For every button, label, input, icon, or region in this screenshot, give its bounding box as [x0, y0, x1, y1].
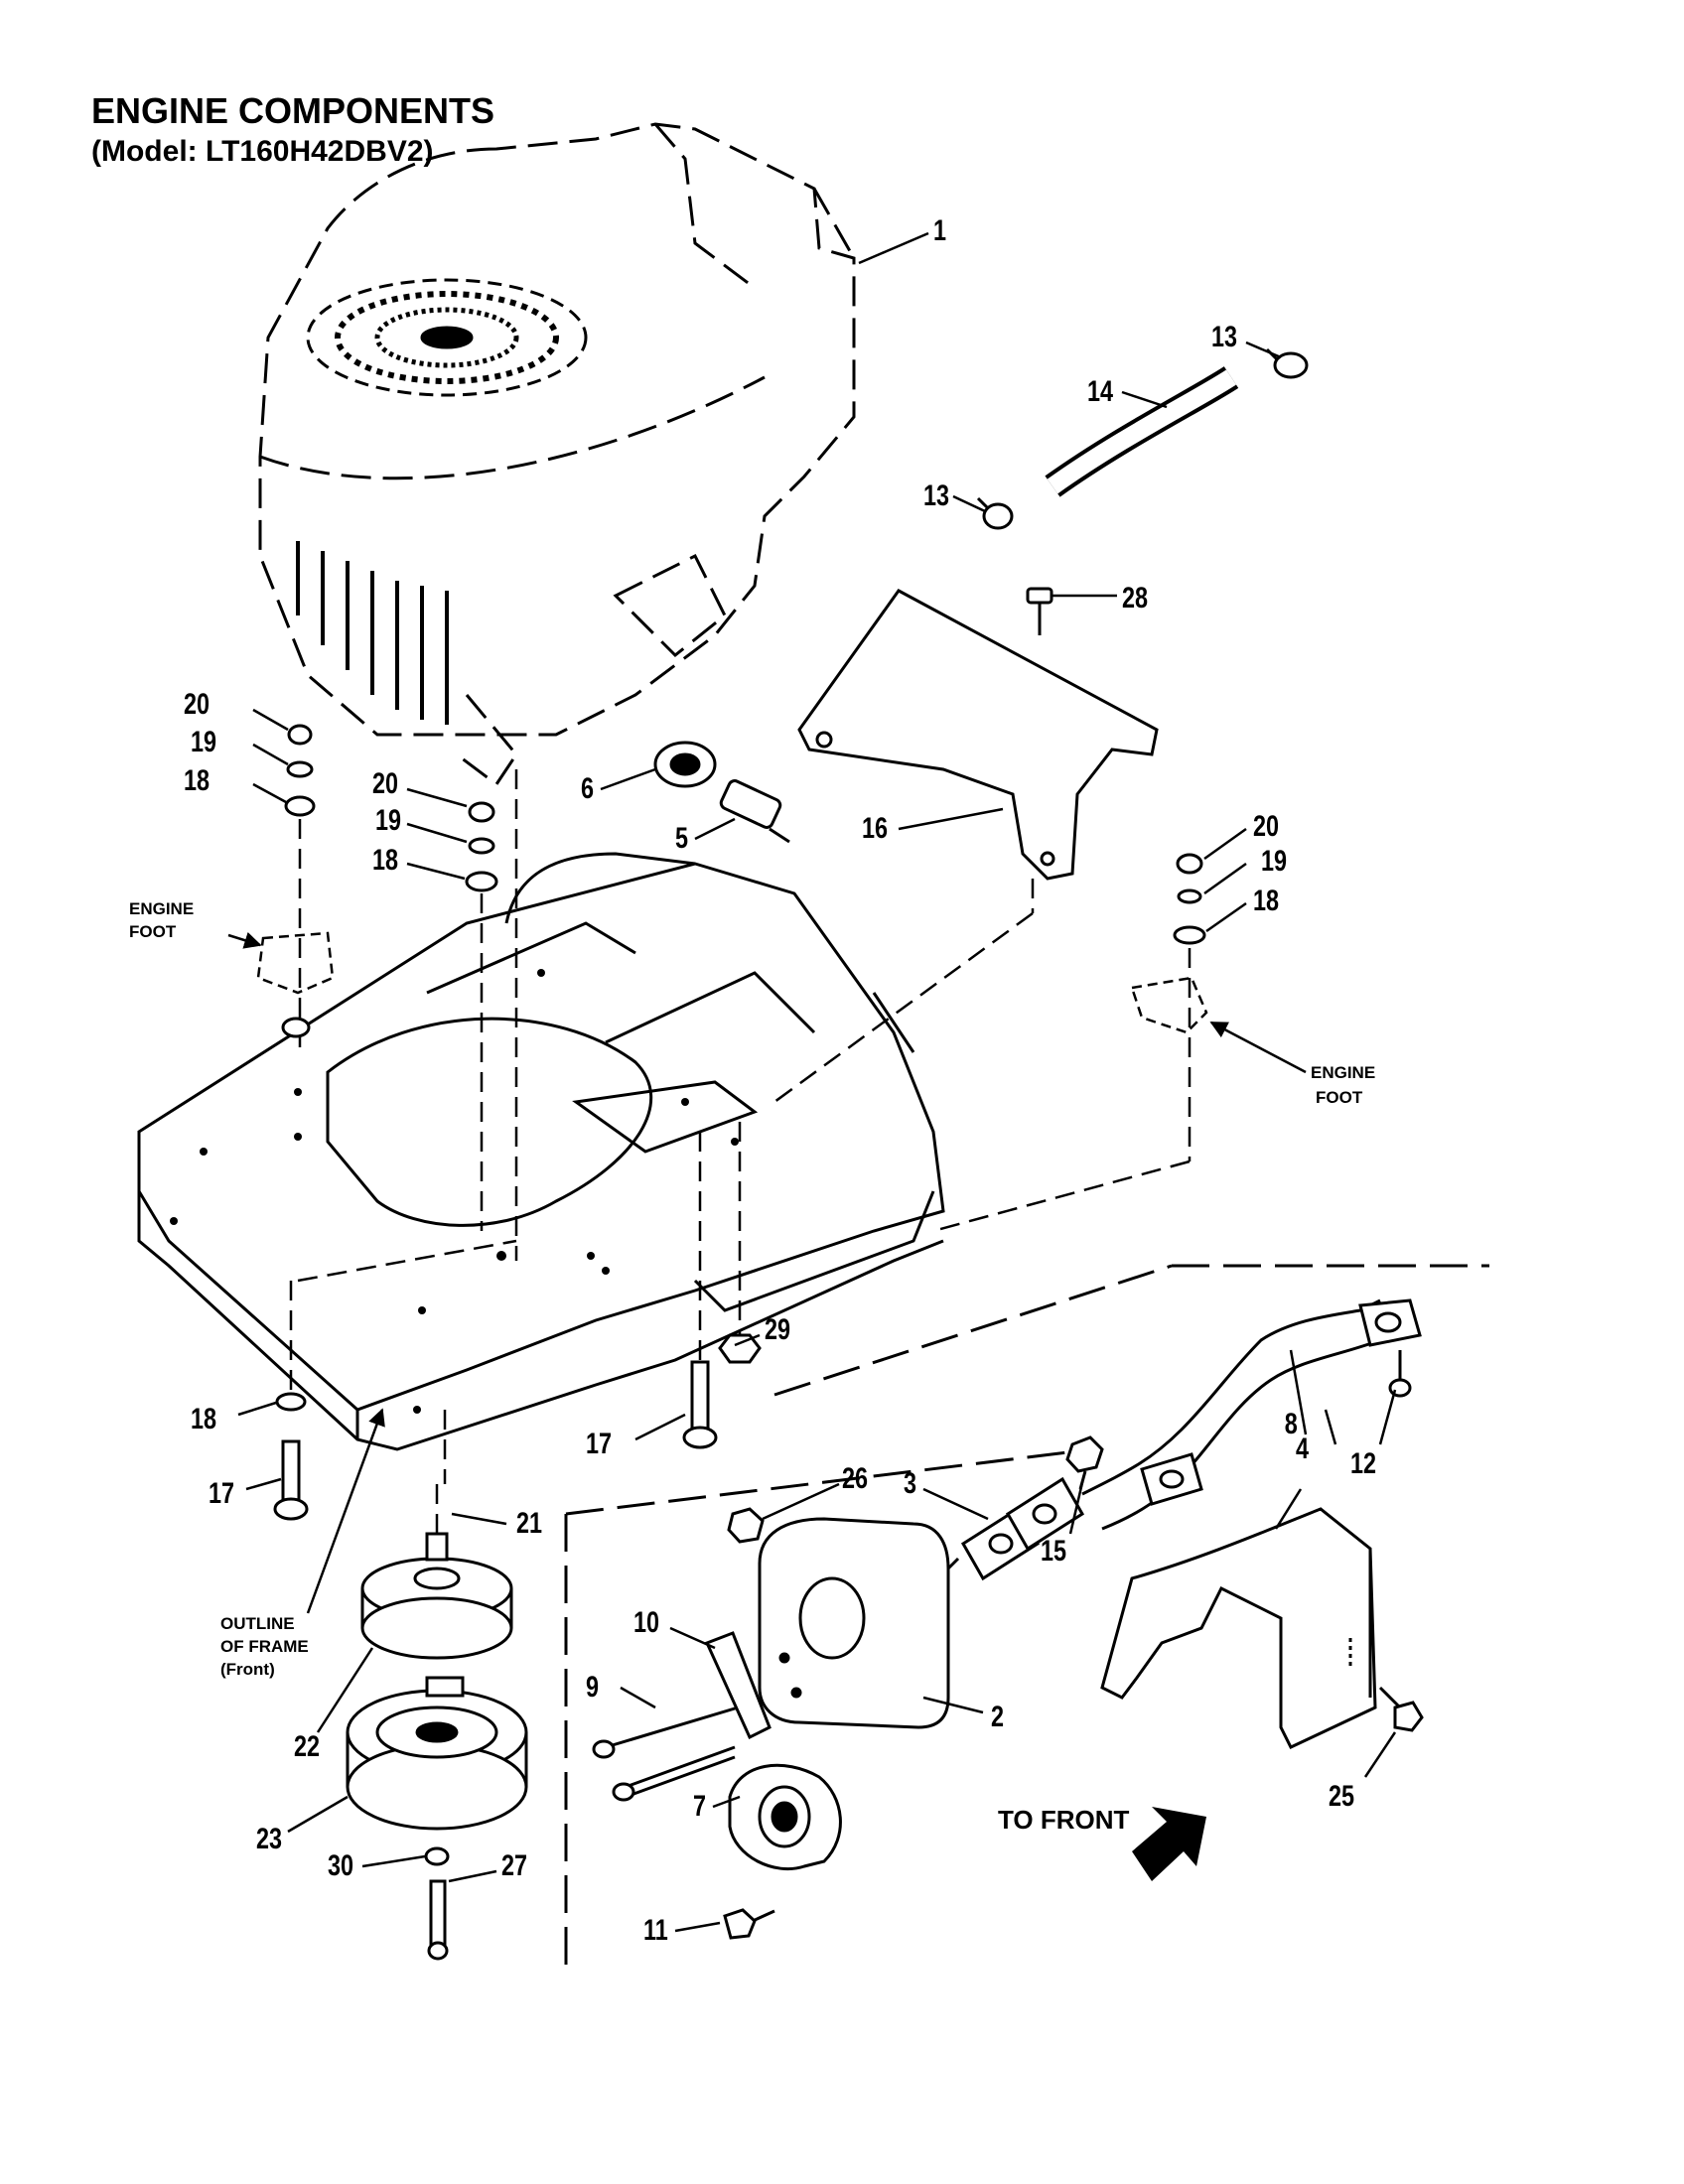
- callout-21: 21: [516, 1507, 543, 1540]
- callout-13-upper: 13: [1211, 321, 1238, 353]
- nut-26: [727, 1507, 765, 1544]
- callout-18-left: 18: [184, 764, 210, 797]
- callout-25: 25: [1329, 1780, 1355, 1813]
- engine-cooling-fins: [296, 541, 449, 725]
- engine-foot-right-label-line2: FOOT: [1316, 1088, 1363, 1107]
- nut-15: [1065, 1435, 1104, 1490]
- callout-2: 2: [991, 1701, 1005, 1733]
- callout-5: 5: [675, 822, 689, 855]
- engine-air-screen: [306, 278, 588, 397]
- engine-bracket: [797, 589, 1159, 881]
- engine-foot-left-outline: [256, 931, 335, 995]
- hose-clamp-lower: [976, 496, 1014, 530]
- callout-leaders: [227, 231, 1397, 1933]
- callout-14: 14: [1087, 375, 1114, 408]
- exhaust-region-outline: [564, 1264, 1489, 1976]
- oil-fitting-6: [653, 741, 717, 788]
- callout-23: 23: [256, 1823, 283, 1855]
- oil-switch-5: [719, 779, 790, 844]
- callout-29: 29: [765, 1313, 791, 1346]
- engine-foot-right-label-line1: ENGINE: [1311, 1063, 1376, 1082]
- callout-7: 7: [693, 1790, 707, 1823]
- frame-washer-left: [281, 1017, 311, 1038]
- page-title: ENGINE COMPONENTS: [91, 90, 495, 131]
- callout-20-left: 20: [184, 688, 210, 721]
- heat-shield: [1100, 1507, 1377, 1749]
- exhaust-gasket: [960, 1476, 1085, 1581]
- callout-10: 10: [633, 1606, 660, 1639]
- screw-11: [723, 1908, 775, 1940]
- bolts-9: [592, 1701, 756, 1802]
- callout-19-right: 19: [1261, 845, 1288, 878]
- callout-27: 27: [501, 1849, 528, 1882]
- bolt-17-center: [682, 1360, 718, 1449]
- tractor-frame: [137, 852, 945, 1451]
- alignment-lines: [289, 769, 1192, 1534]
- callout-8: 8: [1284, 1408, 1298, 1440]
- callout-16: 16: [862, 812, 889, 845]
- engine-assembly: [258, 122, 856, 787]
- callout-22: 22: [294, 1730, 321, 1763]
- engine-foot-left-label-line1: ENGINE: [129, 899, 195, 918]
- hardware-stack-center: [465, 801, 498, 892]
- screw-25: [1378, 1686, 1424, 1732]
- frame-holes: [170, 969, 739, 1414]
- outline-of-frame-line2: OF FRAME: [220, 1637, 309, 1656]
- callout-3: 3: [904, 1467, 917, 1500]
- to-front-label: TO FRONT: [998, 1805, 1130, 1835]
- bolt-12: [1388, 1350, 1412, 1398]
- hardware-stack-left: [284, 724, 316, 817]
- callout-12: 12: [1350, 1447, 1377, 1480]
- engine-foot-left-label-line2: FOOT: [129, 922, 177, 941]
- hardware-stack-right: [1173, 853, 1206, 945]
- callout-6: 6: [581, 772, 595, 805]
- callout-28: 28: [1122, 582, 1149, 614]
- washer-30: [424, 1846, 450, 1866]
- callout-18-center: 18: [372, 844, 399, 877]
- callout-17-center: 17: [586, 1428, 613, 1460]
- muffler-flange-7: [728, 1763, 842, 1871]
- callout-19-center: 19: [375, 804, 402, 837]
- callout-15: 15: [1041, 1535, 1067, 1568]
- muffler: [758, 1517, 960, 1729]
- callout-18-right: 18: [1253, 885, 1280, 917]
- callout-19-left: 19: [191, 726, 217, 758]
- model-subtitle: (Model: LT160H42DBV2): [91, 135, 434, 168]
- nut-29: [718, 1333, 762, 1364]
- outline-of-frame-line3: (Front): [220, 1660, 275, 1679]
- callout-26: 26: [842, 1462, 869, 1495]
- callout-13-lower: 13: [923, 479, 950, 512]
- callout-17-left: 17: [209, 1477, 235, 1510]
- callout-30: 30: [328, 1849, 354, 1882]
- engine-foot-right-outline: [1130, 976, 1208, 1034]
- fuel-line: [1045, 366, 1239, 497]
- exhaust-pipe: [1081, 1298, 1381, 1531]
- bolt-28: [1026, 587, 1053, 635]
- callout-11: 11: [643, 1914, 668, 1947]
- callout-20-right: 20: [1253, 810, 1280, 843]
- muffler-bracket-10: [704, 1631, 772, 1740]
- bolt-27: [427, 1879, 449, 1961]
- callout-4: 4: [1296, 1433, 1310, 1465]
- to-front-arrow: [1132, 1807, 1206, 1881]
- callout-18-lower: 18: [191, 1403, 217, 1435]
- outline-of-frame-line1: OUTLINE: [220, 1614, 295, 1633]
- pipe-flange: [1140, 1298, 1422, 1506]
- engine-pulley: [360, 1532, 513, 1660]
- electric-pto-clutch: [346, 1676, 528, 1831]
- callout-20-center: 20: [372, 767, 399, 800]
- callout-9: 9: [586, 1671, 600, 1704]
- bolt-17-left: [273, 1392, 309, 1521]
- callout-1: 1: [933, 214, 947, 247]
